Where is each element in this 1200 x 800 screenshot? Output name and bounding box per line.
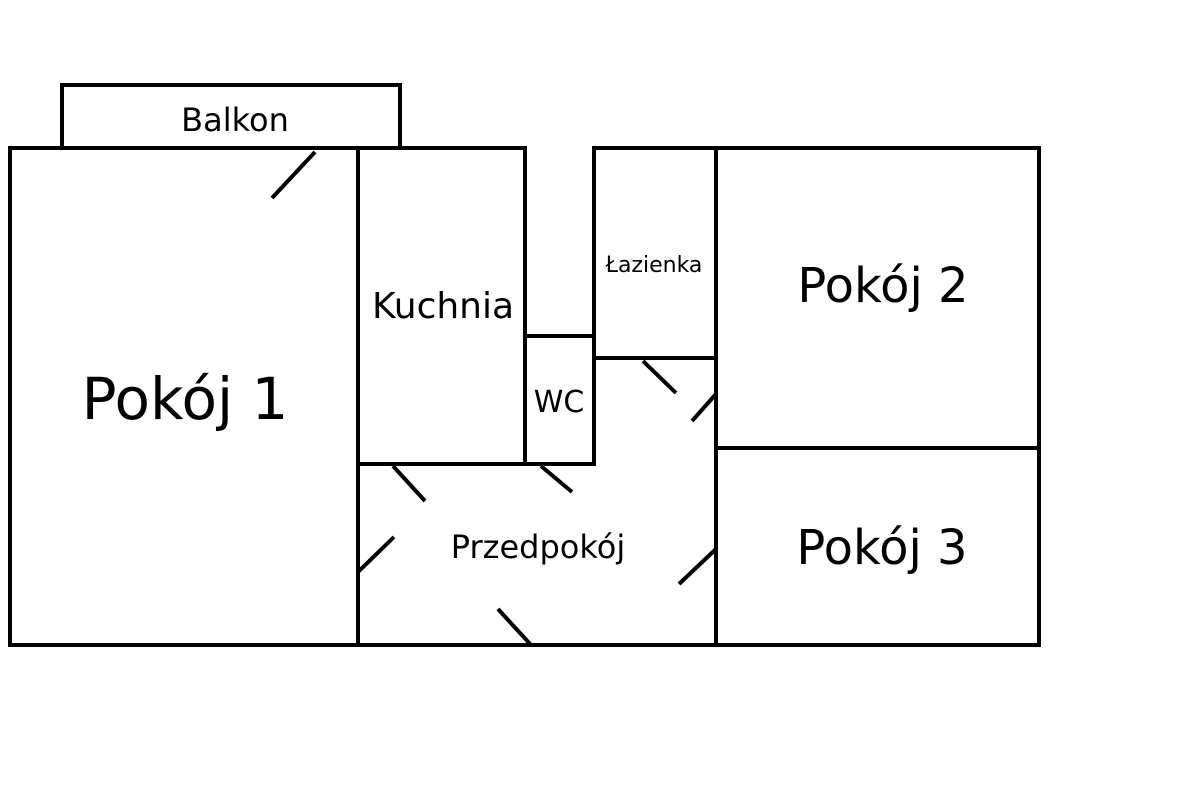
label-kuchnia: Kuchnia — [372, 286, 514, 327]
label-wc: WC — [534, 385, 585, 420]
door-pokoj-3 — [677, 547, 718, 586]
label-balkon: Balkon — [181, 101, 289, 139]
label-pokoj-2: Pokój 2 — [797, 258, 968, 314]
door-entrance — [496, 607, 533, 647]
label-przedpokoj: Przedpokój — [451, 528, 625, 566]
door-pokoj-1 — [356, 535, 396, 574]
room-kuchnia-wall — [356, 146, 527, 466]
label-pokoj-1: Pokój 1 — [82, 365, 289, 433]
room-przedpokoj-wall — [356, 464, 716, 647]
door-lazienka — [641, 359, 678, 395]
door-kuchnia — [391, 464, 427, 503]
door-balcony — [270, 150, 317, 200]
balcony-wall — [60, 83, 402, 146]
room-pokoj-3-wall — [714, 446, 1041, 647]
label-lazienka: Łazienka — [605, 253, 703, 278]
door-wc — [539, 464, 574, 494]
door-pokoj-2 — [690, 392, 718, 423]
label-pokoj-3: Pokój 3 — [796, 520, 967, 576]
